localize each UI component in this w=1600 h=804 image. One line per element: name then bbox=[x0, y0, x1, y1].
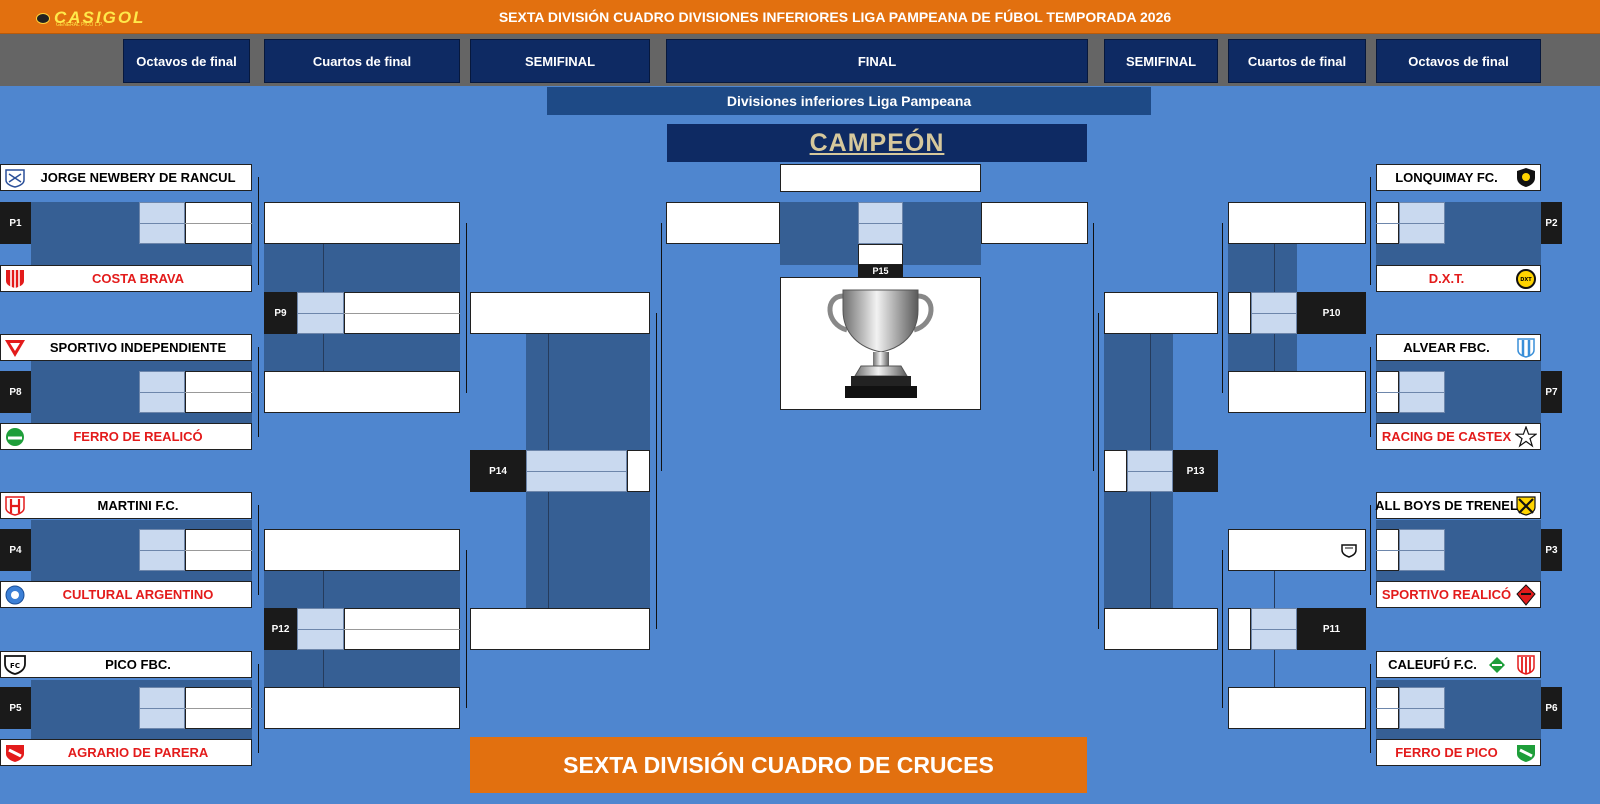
club-crest-icon bbox=[2, 335, 28, 361]
league-subtitle: Divisiones inferiores Liga Pampeana bbox=[547, 87, 1151, 115]
casigol-logo: CASIGOL GENERAL PICO L.P. bbox=[36, 7, 145, 29]
club-crest-icon bbox=[1341, 542, 1357, 563]
team-name[interactable]: SPORTIVO INDEPENDIENTE bbox=[0, 334, 252, 361]
round-right-octavos: Octavos de final bbox=[1376, 39, 1541, 83]
match-number: P7 bbox=[1541, 371, 1562, 413]
round-left-semifinal: SEMIFINAL bbox=[470, 39, 650, 83]
round-final: FINAL bbox=[666, 39, 1088, 83]
logo-subtext: GENERAL PICO L.P. bbox=[56, 22, 103, 28]
quarter-winner-slot[interactable] bbox=[264, 529, 460, 571]
match-number: P11 bbox=[1297, 608, 1366, 650]
finalist-slot[interactable] bbox=[666, 202, 780, 244]
team-name[interactable]: FERRO DE REALICÓ bbox=[0, 423, 252, 450]
svg-text:DXT: DXT bbox=[1520, 277, 1532, 283]
logo-text: CASIGOL bbox=[54, 8, 146, 27]
club-crest-icon: FC bbox=[2, 652, 28, 678]
match-number: P10 bbox=[1297, 292, 1366, 334]
match-number: P2 bbox=[1541, 202, 1562, 244]
trophy-image bbox=[780, 277, 981, 410]
quarter-winner-slot[interactable] bbox=[1228, 529, 1366, 571]
team-name[interactable]: ALVEAR FBC. bbox=[1376, 334, 1541, 361]
penalty-cell[interactable] bbox=[1228, 608, 1251, 650]
club-crest-icon bbox=[1484, 652, 1510, 678]
round-right-semifinal: SEMIFINAL bbox=[1104, 39, 1218, 83]
team-name[interactable]: RACING DE CASTEX bbox=[1376, 423, 1541, 450]
team-name[interactable]: LONQUIMAY FC. bbox=[1376, 164, 1541, 191]
match-number: P1 bbox=[0, 202, 31, 244]
quarter-winner-slot[interactable] bbox=[1228, 371, 1366, 413]
club-crest-icon bbox=[1513, 652, 1539, 678]
team-name[interactable]: COSTA BRAVA bbox=[0, 265, 252, 292]
team-name[interactable]: SPORTIVO REALICÓ bbox=[1376, 581, 1541, 608]
club-crest-icon bbox=[2, 493, 28, 519]
match-number: P4 bbox=[0, 529, 31, 571]
club-crest-icon bbox=[1513, 582, 1539, 608]
round-right-cuartos: Cuartos de final bbox=[1228, 39, 1366, 83]
team-name[interactable]: MARTINI F.C. bbox=[0, 492, 252, 519]
club-crest-icon bbox=[2, 582, 28, 608]
quarter-winner-slot[interactable] bbox=[264, 202, 460, 244]
round-left-octavos: Octavos de final bbox=[123, 39, 250, 83]
quarter-winner-slot[interactable] bbox=[264, 687, 460, 729]
round-left-cuartos: Cuartos de final bbox=[264, 39, 460, 83]
finalist-slot[interactable] bbox=[981, 202, 1088, 244]
club-crest-icon bbox=[2, 740, 28, 766]
header-bar bbox=[0, 0, 1600, 34]
quarter-winner-slot[interactable] bbox=[264, 371, 460, 413]
semi-winner-slot[interactable] bbox=[470, 292, 650, 334]
champion-label: CAMPEÓN bbox=[667, 124, 1087, 162]
team-name[interactable]: CULTURAL ARGENTINO bbox=[0, 581, 252, 608]
club-crest-icon: DXT bbox=[1513, 266, 1539, 292]
match-number: P6 bbox=[1541, 687, 1562, 729]
team-name[interactable]: D.X.T. DXT bbox=[1376, 265, 1541, 292]
semi-winner-slot[interactable] bbox=[1104, 608, 1218, 650]
match-number: P9 bbox=[264, 292, 297, 334]
club-crest-icon bbox=[2, 424, 28, 450]
page-title: SEXTA DIVISIÓN CUADRO DIVISIONES INFERIO… bbox=[498, 9, 1172, 25]
club-crest-icon bbox=[1513, 740, 1539, 766]
club-crest-icon bbox=[2, 165, 28, 191]
svg-text:FC: FC bbox=[10, 662, 20, 670]
club-crest-icon bbox=[1513, 493, 1539, 519]
match-number: P5 bbox=[0, 687, 31, 729]
team-name[interactable]: FERRO DE PICO bbox=[1376, 739, 1541, 766]
team-name[interactable]: JORGE NEWBERY DE RANCUL bbox=[0, 164, 252, 191]
match-number: P13 bbox=[1173, 450, 1218, 492]
match-number: P12 bbox=[264, 608, 297, 650]
star-crest-icon bbox=[1513, 424, 1539, 450]
penalty-cell[interactable] bbox=[627, 450, 650, 492]
match-number: P8 bbox=[0, 371, 31, 413]
match-number: P3 bbox=[1541, 529, 1562, 571]
champion-slot[interactable] bbox=[780, 164, 981, 192]
penalty-cell[interactable] bbox=[1228, 292, 1251, 334]
bracket-title: SEXTA DIVISIÓN CUADRO DE CRUCES bbox=[470, 737, 1087, 793]
team-name[interactable]: ALL BOYS DE TRENEL bbox=[1375, 492, 1541, 519]
penalty-cell[interactable] bbox=[1104, 450, 1127, 492]
ball-icon bbox=[36, 12, 50, 24]
team-name[interactable]: CALEUFÚ F.C. bbox=[1376, 651, 1541, 678]
match-number: P14 bbox=[470, 450, 526, 492]
club-crest-icon bbox=[2, 266, 28, 292]
quarter-winner-slot[interactable] bbox=[1228, 202, 1366, 244]
team-name[interactable]: FC PICO FBC. bbox=[0, 651, 252, 678]
team-name[interactable]: AGRARIO DE PARERA bbox=[0, 739, 252, 766]
quarter-winner-slot[interactable] bbox=[1228, 687, 1366, 729]
match-number: P15 bbox=[858, 265, 903, 277]
club-crest-icon bbox=[1513, 165, 1539, 191]
penalty-cell[interactable] bbox=[858, 244, 903, 265]
club-crest-icon bbox=[1513, 335, 1539, 361]
semi-winner-slot[interactable] bbox=[470, 608, 650, 650]
semi-winner-slot[interactable] bbox=[1104, 292, 1218, 334]
